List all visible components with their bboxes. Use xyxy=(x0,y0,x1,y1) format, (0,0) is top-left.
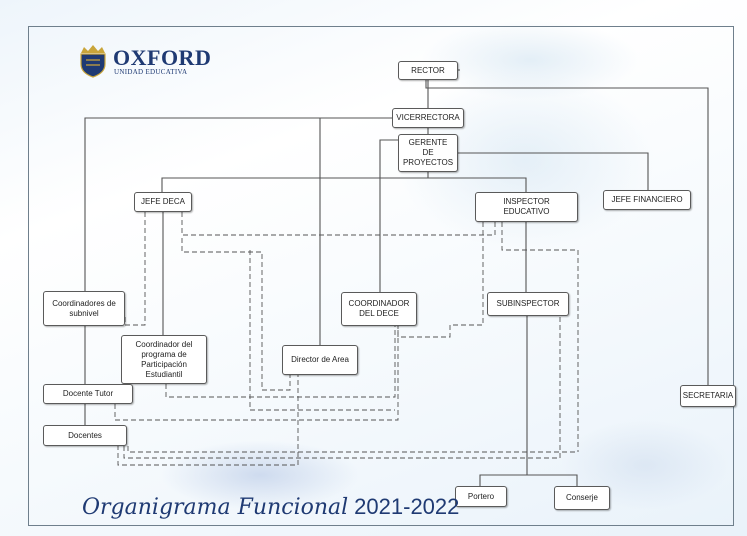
node-secretaria: SECRETARIA xyxy=(680,385,736,407)
dash-docentes xyxy=(117,375,299,466)
node-gerente-proyectos: GERENTE DE PROYECTOS xyxy=(398,134,458,172)
node-conserje: Conserje xyxy=(554,486,610,510)
line-dece xyxy=(379,139,398,292)
node-coordinador-programa: Coordinador del programa de Participació… xyxy=(121,335,207,384)
dash-director xyxy=(249,250,395,411)
node-subinspector: SUBINSPECTOR xyxy=(487,292,569,316)
shield-crest-icon xyxy=(80,45,106,78)
dash-deca-subnivel xyxy=(124,212,146,326)
node-rector: RECTOR xyxy=(398,61,458,80)
node-jefe-financiero: JEFE FINANCIERO xyxy=(603,190,691,210)
dash-inspector-dece xyxy=(397,222,484,338)
line-rector-secretaria xyxy=(425,69,709,385)
line-gerente-financiero xyxy=(458,152,649,190)
logo-name: OXFORD xyxy=(113,45,212,70)
footer-title-text: Organigrama Funcional xyxy=(82,495,349,520)
school-logo: OXFORD UNIDAD EDUCATIVA xyxy=(78,44,228,82)
node-docentes: Docentes xyxy=(43,425,127,446)
footer-year: 2021-2022 xyxy=(354,494,460,519)
line-vicerrectora-subnivel xyxy=(84,117,392,291)
node-vicerrectora: VICERRECTORA xyxy=(392,108,464,128)
dash-tutor xyxy=(114,326,399,421)
node-inspector-educativo: INSPECTOR EDUCATIVO xyxy=(475,192,578,222)
node-coordinador-dece: COORDINADOR DEL DECE xyxy=(341,292,417,326)
line-subinspector-staff xyxy=(479,316,578,486)
node-jefe-deca: JEFE DECA xyxy=(134,192,192,212)
node-docente-tutor: Docente Tutor xyxy=(43,384,133,404)
dash-deca-director xyxy=(181,238,291,391)
node-director-area: Director de Area xyxy=(282,345,358,375)
dash-docentes-sub2 xyxy=(127,446,578,453)
node-portero: Portero xyxy=(455,486,507,507)
chart-frame xyxy=(28,26,734,526)
dash-deca-inspector xyxy=(181,212,496,236)
node-coordinadores-subnivel: Coordinadores de subnivel xyxy=(43,291,125,326)
line-gerente-branch xyxy=(161,172,527,192)
watercolor-splash xyxy=(420,20,640,100)
logo-subtitle: UNIDAD EDUCATIVA xyxy=(114,68,188,76)
dash-inspector-subinspector xyxy=(501,222,579,452)
